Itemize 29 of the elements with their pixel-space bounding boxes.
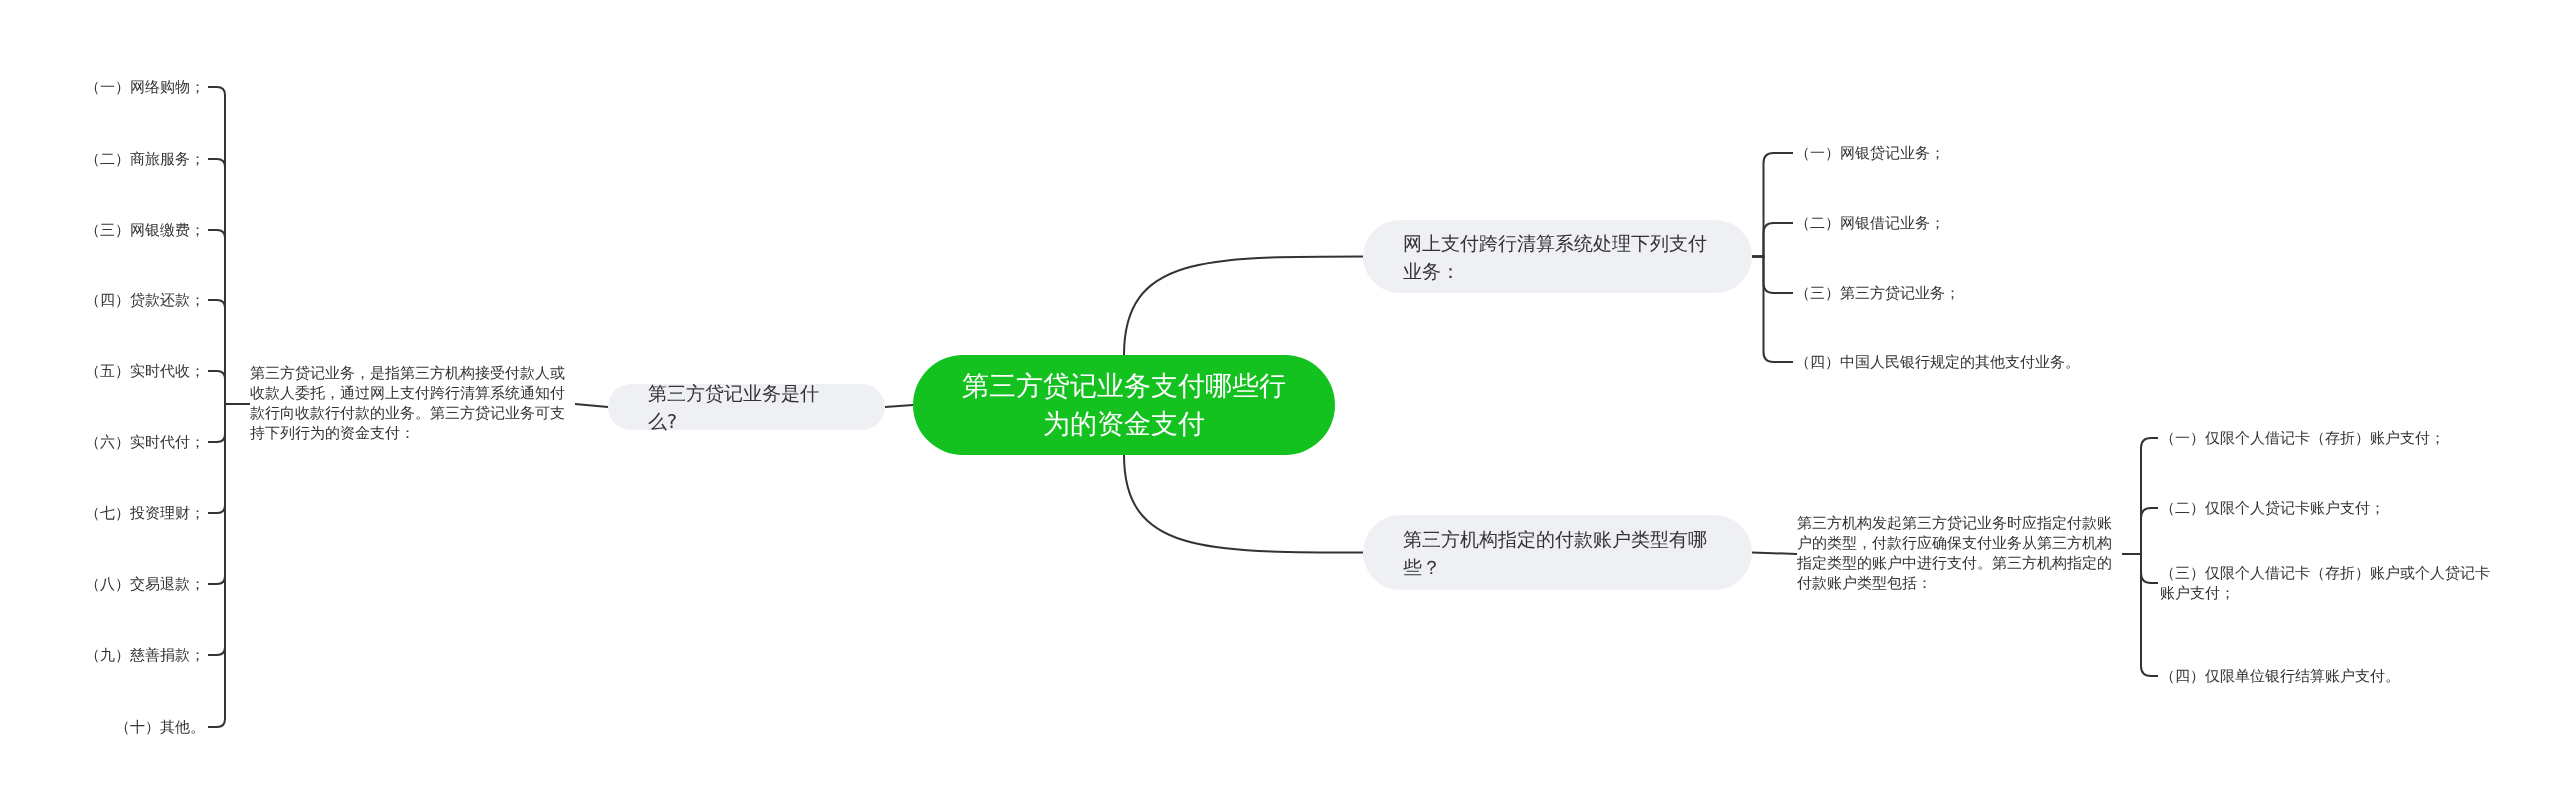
connector-line bbox=[1123, 255, 1364, 356]
list-item-text: （四）仅限单位银行结算账户支付。 bbox=[2160, 666, 2500, 686]
list-item-text: （十）其他。 bbox=[30, 717, 205, 737]
topic-bubble: 第三方机构指定的付款账户类型有哪些？ bbox=[1363, 515, 1752, 590]
list-item-text: （一）仅限个人借记卡（存折）账户支付； bbox=[2160, 428, 2500, 448]
list-item-text: （三）网银缴费； bbox=[30, 220, 205, 240]
list-item-text: （二）网银借记业务； bbox=[1795, 213, 2155, 233]
list-item-text: （二）仅限个人贷记卡账户支付； bbox=[2160, 498, 2500, 518]
list-item-text: （八）交易退款； bbox=[30, 574, 205, 594]
list-item-text: （六）实时代付； bbox=[30, 432, 205, 452]
list-item-text: （四）贷款还款； bbox=[30, 290, 205, 310]
list-item-text: （二）商旅服务； bbox=[30, 149, 205, 169]
connector-line bbox=[884, 404, 914, 408]
list-item-text: （五）实时代收； bbox=[30, 361, 205, 381]
topic-bubble: 第三方贷记业务是什么? bbox=[608, 384, 885, 430]
central-topic: 第三方贷记业务支付哪些行为的资金支付 bbox=[913, 355, 1335, 455]
list-item-text: （四）中国人民银行规定的其他支付业务。 bbox=[1795, 352, 2155, 372]
list-item-text: （一）网络购物； bbox=[30, 77, 205, 97]
description-text: 第三方贷记业务，是指第三方机构接受付款人或收款人委托，通过网上支付跨行清算系统通知付款行向收款行付款的业务。第三方贷记业务可支持下列行为的资金支付： bbox=[250, 363, 575, 443]
description-text: 第三方机构发起第三方贷记业务时应指定付款账户的类型，付款行应确保支付业务从第三方机构指定类型的账户中进行支付。第三方机构指定的付款账户类型包括： bbox=[1797, 513, 2122, 593]
connector-line bbox=[1751, 551, 1798, 555]
list-item-text: （九）慈善捐款； bbox=[30, 645, 205, 665]
topic-bubble: 网上支付跨行清算系统处理下列支付业务： bbox=[1363, 220, 1752, 293]
list-item-text: （七）投资理财； bbox=[30, 503, 205, 523]
list-item-text: （一）网银贷记业务； bbox=[1795, 143, 2155, 163]
list-item-text: （三）第三方贷记业务； bbox=[1795, 283, 2155, 303]
list-item-text: （三）仅限个人借记卡（存折）账户或个人贷记卡账户支付； bbox=[2160, 563, 2500, 603]
connector-line bbox=[1123, 454, 1364, 554]
connector-line bbox=[574, 403, 609, 408]
